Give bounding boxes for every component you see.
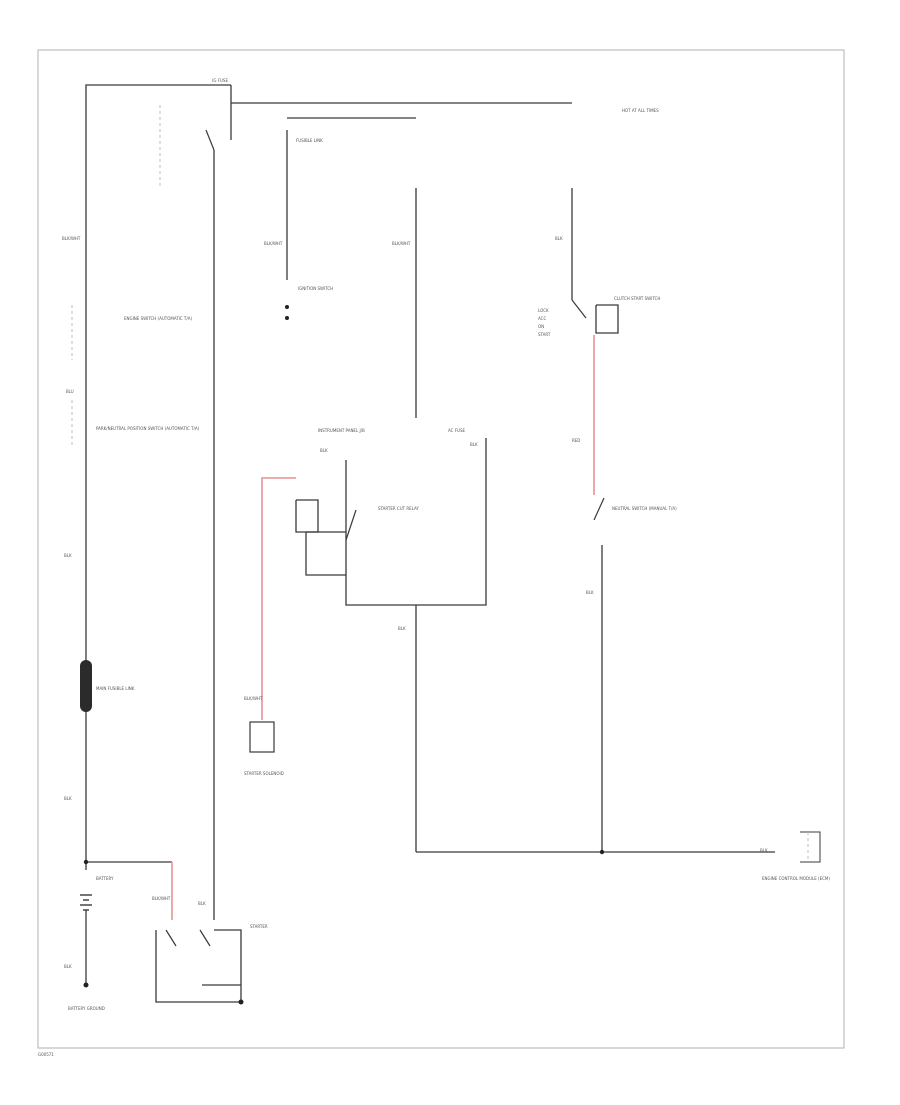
label-sensor: STARTER SOLENOID bbox=[244, 771, 284, 776]
main-feed-wire bbox=[85, 84, 231, 870]
label-wire-blk-wht-3: BLK/WHT bbox=[392, 241, 411, 246]
ignition-node-2 bbox=[285, 316, 289, 320]
label-wire-blk-relay: BLK bbox=[198, 901, 206, 906]
label-wire-blk-6: BLK bbox=[555, 236, 563, 241]
solenoid-box bbox=[249, 721, 275, 753]
starter-box bbox=[155, 929, 242, 1003]
label-bottom-starter: STARTER bbox=[250, 924, 268, 929]
labels: IG FUSE HOT AT ALL TIMES FUSIBLE LINK BL… bbox=[38, 78, 830, 1057]
ignition-position-label: LOCK bbox=[538, 308, 549, 313]
label-battery-ground: BATTERY GROUND bbox=[68, 1006, 105, 1011]
ignition-position-label: ON bbox=[538, 324, 544, 329]
label-wire-blk-7: BLK bbox=[398, 626, 406, 631]
relay-coil-lead bbox=[305, 532, 346, 576]
label-starter-cut: STARTER CUT RELAY bbox=[378, 506, 419, 511]
label-ac-fuse: AC FUSE bbox=[448, 428, 465, 433]
label-wire-blk-3: BLK bbox=[64, 964, 72, 969]
fusible-link-symbol bbox=[80, 660, 92, 712]
ground-node bbox=[238, 999, 244, 1005]
label-wire-blk-2: BLK bbox=[64, 796, 72, 801]
label-park-neutral-note: PARK/NEUTRAL POSITION SWITCH (AUTOMATIC … bbox=[96, 426, 200, 431]
ecm-connector bbox=[800, 831, 821, 863]
switch-arms bbox=[165, 129, 605, 947]
relay-coil-box bbox=[295, 499, 319, 533]
wires bbox=[85, 84, 775, 1003]
label-wire-blk-10: BLK bbox=[760, 848, 768, 853]
label-fusible-link-main: FUSIBLE LINK bbox=[296, 138, 323, 143]
label-wire-blk-1: BLK bbox=[64, 553, 72, 558]
label-clutch-switch: CLUTCH START SWITCH bbox=[614, 296, 660, 301]
red-wires bbox=[171, 335, 595, 920]
splice-node-2 bbox=[83, 859, 89, 865]
label-wire-blk-wht-left: BLK/WHT bbox=[62, 236, 81, 241]
label-instrument-panel: INSTRUMENT PANEL J/B bbox=[318, 428, 365, 433]
diagram-frame bbox=[37, 49, 845, 1049]
red-wire-left bbox=[261, 477, 296, 720]
label-ignition: IGNITION SWITCH bbox=[298, 286, 333, 291]
label-wire-blk-8: BLK bbox=[586, 590, 594, 595]
label-fuse: MAIN FUSIBLE LINK bbox=[96, 686, 135, 691]
label-neutral-switch: NEUTRAL SWITCH (MANUAL T/A) bbox=[612, 506, 677, 511]
label-hot-at-all-times: HOT AT ALL TIMES bbox=[622, 108, 659, 113]
label-wire-blk-wht-2: BLK/WHT bbox=[264, 241, 283, 246]
label-engine-switch-note: ENGINE SWITCH (AUTOMATIC T/A) bbox=[124, 316, 192, 321]
splice-node-1 bbox=[599, 849, 605, 855]
ignition-box bbox=[595, 304, 619, 334]
ignition-position-label: START bbox=[538, 332, 551, 337]
label-battery: BATTERY bbox=[96, 876, 114, 881]
battery-ground-node bbox=[83, 982, 89, 988]
label-figure-id: G00571 bbox=[38, 1052, 54, 1057]
switch-dashes bbox=[71, 105, 809, 862]
label-engine-control: ENGINE CONTROL MODULE (ECM) bbox=[762, 876, 830, 881]
ignition-position-label: ACC bbox=[538, 316, 546, 321]
label-wire-blu-1: BLU bbox=[66, 389, 74, 394]
label-wire-red: RED bbox=[572, 438, 580, 443]
label-wire-blk-9: BLK/WHT bbox=[244, 696, 263, 701]
label-wire-blk-5: BLK bbox=[470, 442, 478, 447]
label-wire-blk-4: BLK bbox=[320, 448, 328, 453]
battery-symbol bbox=[80, 894, 92, 911]
relay-box bbox=[345, 438, 487, 606]
label-wire-blk-wht-relay: BLK/WHT bbox=[152, 896, 171, 901]
ignition-node-1 bbox=[285, 305, 289, 309]
label-fusible-link-top: IG FUSE bbox=[212, 78, 228, 83]
ignition-positions: LOCK ACC ON START bbox=[538, 308, 551, 337]
nodes bbox=[83, 305, 605, 1005]
